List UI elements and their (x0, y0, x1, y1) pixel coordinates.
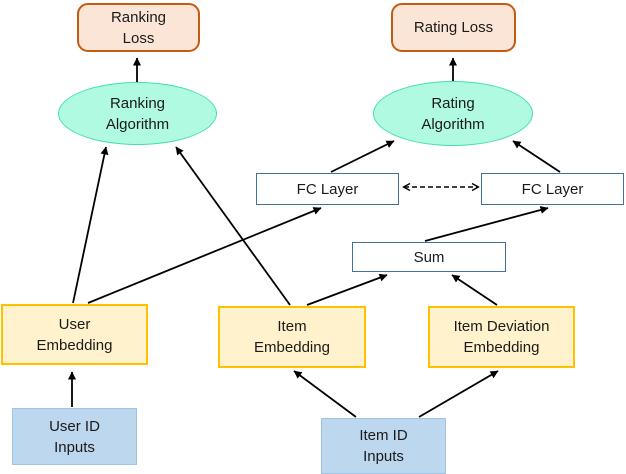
node-rating-algorithm-label: Rating Algorithm (421, 94, 485, 133)
node-item-id-inputs-label: Item ID Inputs (359, 427, 408, 465)
edge-item-deviation-embedding-to-sum (451, 274, 498, 306)
node-sum: Sum (352, 242, 506, 272)
edge-item-id-inputs-to-item-deviation-embedding (418, 370, 499, 418)
node-user-id-inputs: User ID Inputs (12, 408, 137, 465)
node-user-id-inputs-label: User ID Inputs (49, 417, 100, 456)
node-fc-layer-left: FC Layer (256, 173, 399, 205)
edge-user-embedding-to-fc-layer-left (87, 207, 322, 304)
node-item-id-inputs: Item ID Inputs (321, 418, 446, 474)
node-rating-loss-label: Rating Loss (413, 19, 494, 36)
edge-sum-to-fc-layer-right (424, 206, 549, 242)
node-item-embedding: Item Embedding (218, 306, 366, 368)
node-user-embedding-label: User Embedding (36, 315, 113, 354)
node-user-embedding: User Embedding (1, 304, 148, 365)
edge-fc-layer-left-to-rating-algorithm (330, 140, 395, 173)
edge-item-embedding-to-ranking-algorithm (175, 146, 291, 306)
edge-item-id-inputs-to-item-embedding (293, 370, 357, 418)
node-item-embedding-label: Item Embedding (254, 318, 330, 356)
node-fc-layer-right-label: FC Layer (521, 180, 584, 198)
node-ranking-algorithm-label: Ranking Algorithm (105, 94, 170, 133)
node-rating-loss: Rating Loss (391, 3, 516, 52)
edge-item-embedding-to-sum (306, 273, 388, 306)
node-item-deviation-embedding-label: Item Deviation Embedding (453, 318, 550, 356)
node-fc-layer-left-label: FC Layer (296, 180, 359, 198)
node-rating-algorithm: Rating Algorithm (373, 81, 533, 146)
node-ranking-algorithm: Ranking Algorithm (58, 82, 217, 145)
node-ranking-loss-label: Ranking Loss (110, 8, 167, 47)
node-sum-label: Sum (413, 248, 445, 266)
node-fc-layer-right: FC Layer (481, 173, 624, 205)
node-ranking-loss: Ranking Loss (77, 3, 200, 52)
edge-user-embedding-to-ranking-algorithm (72, 146, 109, 304)
edge-fc-layer-right-to-rating-algorithm (512, 140, 561, 173)
node-item-deviation-embedding: Item Deviation Embedding (428, 306, 575, 368)
